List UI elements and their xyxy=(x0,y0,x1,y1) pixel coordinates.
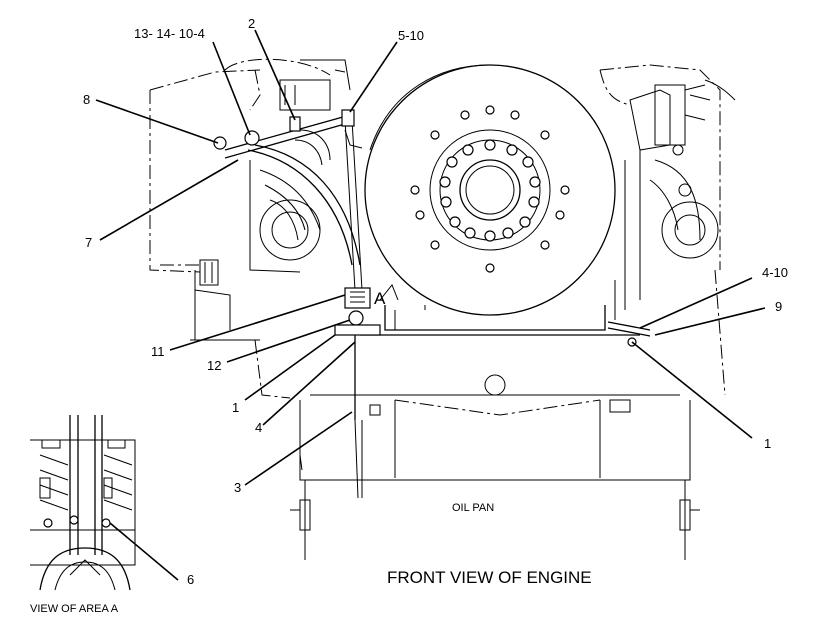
view-of-area-a-caption: VIEW OF AREA A xyxy=(30,603,119,615)
captions: OIL PAN FRONT VIEW OF ENGINE VIEW OF ARE… xyxy=(30,502,592,615)
tube-assembly-upper xyxy=(213,109,363,266)
callout-4-10: 4-10 xyxy=(762,265,788,280)
callout-7: 7 xyxy=(85,235,92,250)
callout-5-10: 5-10 xyxy=(398,28,424,43)
callout-13-14-10-4: 13- 14- 10-4 xyxy=(134,26,205,41)
flywheel-bolts xyxy=(410,105,570,273)
callout-2: 2 xyxy=(248,16,255,31)
oil-pan-label: OIL PAN xyxy=(452,502,494,514)
callout-6: 6 xyxy=(187,572,194,587)
callout-11: 11 xyxy=(151,344,165,359)
front-view-caption: FRONT VIEW OF ENGINE xyxy=(387,568,592,587)
oil-pan-assembly xyxy=(290,305,700,560)
callout-4: 4 xyxy=(255,420,262,435)
callout-labels: 13- 14- 10-4 2 5-10 8 7 11 12 1 4 3 4-10… xyxy=(83,16,788,587)
flywheel xyxy=(364,64,616,316)
valve-area-a xyxy=(334,284,399,420)
engine-block-outline xyxy=(149,58,736,399)
callout-1-left: 1 xyxy=(232,400,239,415)
callout-1-right: 1 xyxy=(764,436,771,451)
callout-8: 8 xyxy=(83,92,90,107)
leader-lines xyxy=(95,29,766,581)
callout-12: 12 xyxy=(207,358,221,373)
callout-3: 3 xyxy=(234,480,241,495)
callout-a: A xyxy=(374,289,386,308)
area-a-inset xyxy=(30,415,136,591)
callout-9: 9 xyxy=(775,299,782,314)
